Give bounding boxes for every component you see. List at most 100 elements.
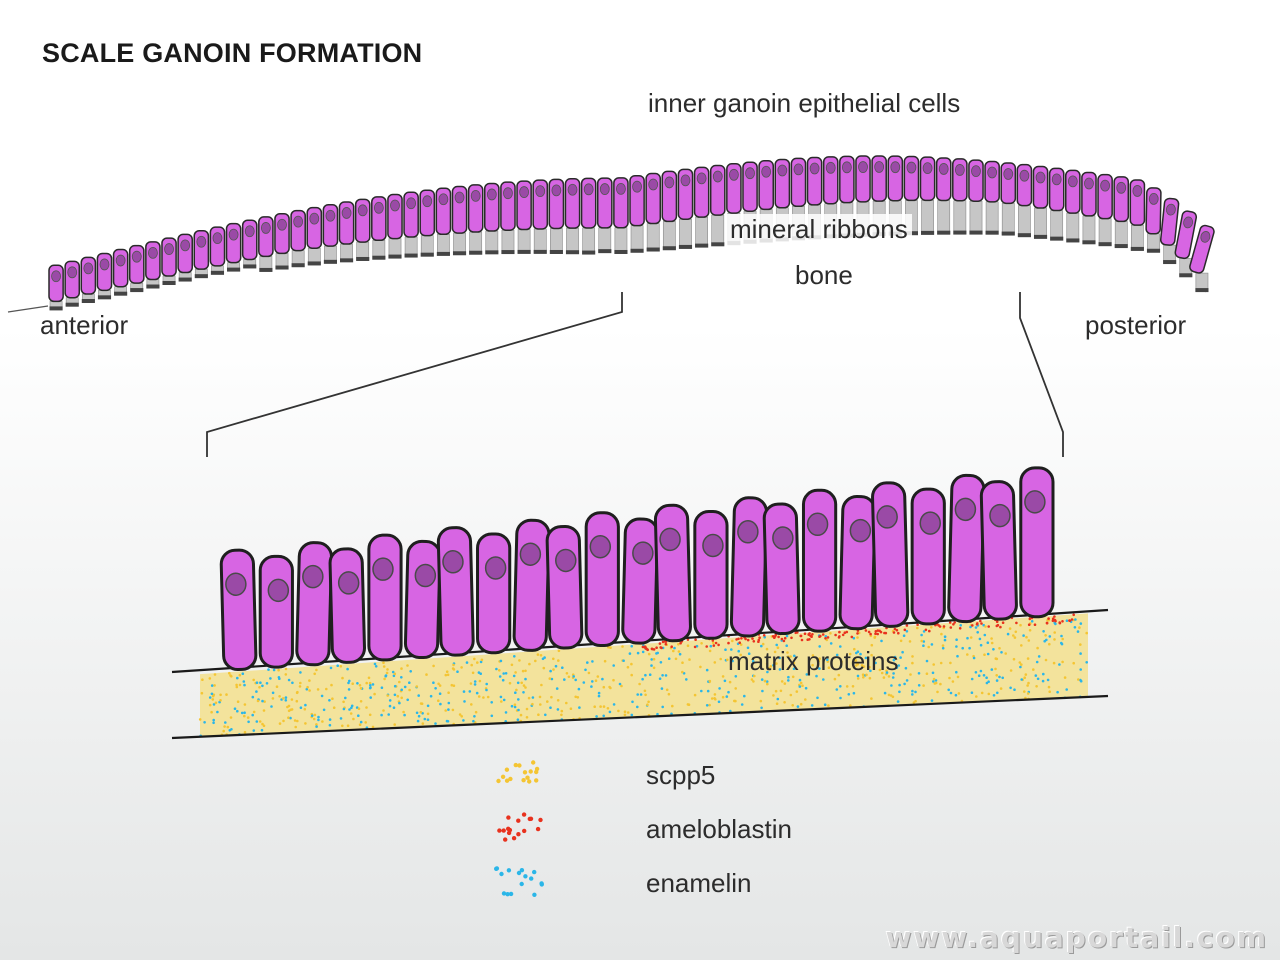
legend-dot (504, 767, 510, 772)
enamelin-particle (490, 701, 494, 704)
matrix-proteins-label: matrix proteins (728, 646, 899, 676)
scpp5-particle (262, 724, 266, 728)
scpp5-particle (330, 683, 333, 687)
scpp5-particle (853, 647, 856, 651)
cell-nucleus (83, 262, 94, 275)
scpp5-particle (652, 657, 656, 661)
scpp5-particle (761, 642, 765, 646)
scpp5-particle (258, 720, 262, 723)
scpp5-particle (339, 665, 343, 668)
enamelin-particle (350, 706, 353, 710)
enamelin-particle (350, 704, 354, 708)
scpp5-particle (373, 692, 376, 696)
scpp5-particle (480, 658, 484, 662)
mineral-ribbon (630, 225, 644, 253)
cell-body (871, 481, 910, 628)
scpp5-particle (708, 703, 711, 707)
scpp5-particle (980, 691, 984, 695)
scpp5-particle (518, 659, 521, 662)
cell-nucleus (616, 182, 626, 195)
enamelin-particle (434, 722, 437, 725)
bone-segment (178, 277, 192, 282)
scpp5-particle (223, 725, 226, 728)
enamelin-particle (765, 680, 769, 683)
scpp5-particle (708, 649, 712, 653)
mineral-ribbon (598, 227, 612, 253)
scpp5-particle (282, 719, 285, 723)
legend-dot (535, 826, 541, 832)
enamelin-particle (930, 699, 934, 702)
cell-nucleus (422, 195, 433, 208)
mineral-ribbon (1114, 221, 1128, 248)
epithelial-cell (1081, 171, 1097, 217)
enamelin-particle (943, 638, 947, 642)
enamelin-particle (591, 660, 594, 663)
enamelin-particle (490, 714, 494, 718)
ameloblastin-particle (803, 632, 807, 635)
enamelin-particle (631, 700, 634, 704)
enamelin-particle (705, 704, 709, 707)
cell-nucleus (438, 193, 449, 206)
cell-nucleus (131, 250, 142, 263)
scpp5-particle (817, 659, 821, 663)
enamelin-particle (393, 693, 397, 697)
bone-segment (1033, 234, 1048, 239)
scpp5-particle (623, 710, 627, 713)
scpp5-particle (419, 702, 423, 705)
scpp5-particle (308, 679, 311, 682)
ameloblastin-particle (670, 645, 673, 648)
scpp5-particle (458, 713, 462, 716)
enamelin-particle (465, 661, 469, 664)
cell-nucleus (212, 232, 223, 245)
cell-nucleus (260, 222, 271, 234)
enamelin-particle (816, 696, 819, 700)
epithelial-cell (919, 156, 936, 202)
epithelial-cell-large (621, 517, 659, 645)
enamelin-particle (426, 718, 430, 721)
epithelial-cell (96, 252, 113, 292)
enamelin-particle (423, 717, 427, 721)
enamelin-particle (922, 630, 926, 633)
enamelin-particle (339, 717, 343, 720)
epithelial-cell (613, 177, 629, 229)
legend-dot (522, 770, 528, 775)
cell-nucleus (793, 163, 804, 176)
scpp5-particle (606, 707, 610, 710)
epithelial-cell (1159, 197, 1180, 246)
enamelin-particle (949, 691, 953, 695)
enamelin-particle (479, 672, 483, 675)
enamelin-particle (247, 720, 250, 724)
enamelin-particle (240, 711, 244, 715)
enamelin-particle (357, 714, 360, 717)
ameloblastin-particle (949, 626, 953, 629)
cell-nucleus (390, 199, 400, 212)
enamelin-particle (485, 688, 488, 692)
epithelial-cell (806, 156, 823, 206)
scpp5-particle (951, 680, 955, 683)
enamelin-particle (485, 682, 489, 686)
ameloblastin-particle (714, 641, 718, 645)
bone-segment (243, 264, 257, 269)
enamelin-particle (265, 682, 269, 685)
enamelin-particle (203, 721, 206, 724)
legend-swatch-ameloblastin (497, 812, 543, 842)
epithelial-cell-large (219, 548, 258, 672)
ameloblastin-particle (838, 630, 841, 634)
enamelin-particle (1073, 626, 1077, 629)
cell-nucleus (906, 161, 917, 174)
ameloblastin-particle (641, 645, 645, 649)
scpp5-particle (225, 693, 228, 696)
scpp5-particle (542, 666, 546, 670)
epithelial-cell (322, 203, 339, 247)
scpp5-particle (1023, 676, 1026, 679)
legend-dot (519, 881, 524, 887)
enamelin-particle (400, 676, 403, 679)
enamelin-particle (1079, 668, 1082, 671)
enamelin-particle (305, 687, 309, 691)
ameloblastin-particle (810, 635, 813, 638)
mineral-ribbon (969, 200, 983, 234)
enamelin-particle (408, 681, 411, 684)
epithelial-cell (774, 158, 791, 209)
scpp5-particle (243, 714, 246, 718)
bone-segment (969, 230, 983, 235)
